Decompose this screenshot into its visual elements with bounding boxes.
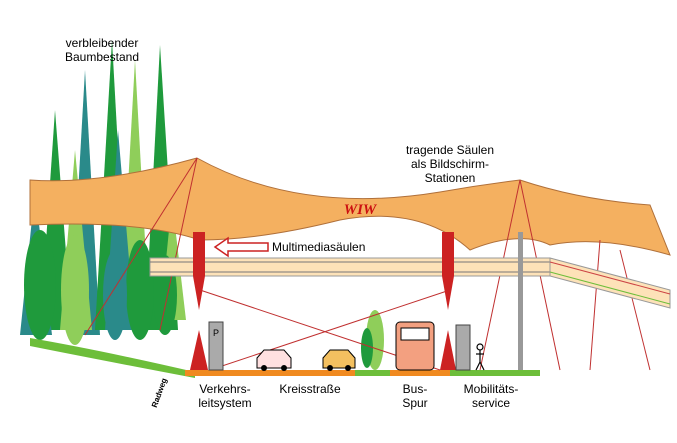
support-column-left	[190, 232, 208, 370]
mobility-label-line1: Mobilitäts-	[463, 382, 519, 396]
columns-label-line2: als Bildschirm-	[410, 157, 489, 171]
bus-icon	[395, 321, 435, 371]
support-column-right	[440, 232, 456, 370]
trees-label-line1: verbleibender	[65, 36, 139, 50]
traffic-sign: P	[208, 321, 224, 371]
person-icon	[475, 343, 485, 371]
taxi-icon	[322, 349, 356, 371]
walkway	[149, 257, 671, 309]
ground-lanes	[185, 370, 540, 376]
mobility-kiosk	[455, 324, 471, 371]
bus-label: Bus- Spur	[395, 382, 435, 410]
multimedia-label: Multimediasäulen	[272, 240, 366, 254]
support-pole	[518, 232, 523, 370]
svg-text:P: P	[213, 328, 219, 338]
columns-label-line1: tragende Säulen	[405, 143, 495, 157]
canopy-roof	[29, 157, 671, 256]
mobility-label-line2: service	[471, 396, 510, 410]
road-label: Kreisstraße	[279, 382, 341, 396]
trees-label: verbleibender Baumbestand	[57, 36, 147, 64]
columns-label: tragende Säulen als Bildschirm- Statione…	[385, 143, 515, 185]
traffic-label: Verkehrs- leitsystem	[192, 382, 258, 410]
car-icon	[256, 349, 292, 371]
trees-label-line2: Baumbestand	[64, 50, 140, 64]
pointer-arrow	[213, 236, 269, 258]
mobility-label: Mobilitäts- service	[455, 382, 527, 410]
traffic-label-line1: Verkehrs-	[199, 382, 251, 396]
grass-strip	[30, 338, 195, 378]
traffic-label-line2: leitsystem	[198, 396, 252, 410]
bus-label-line2: Spur	[402, 396, 428, 410]
bus-label-line1: Bus-	[402, 382, 428, 396]
brand-label: WIW	[344, 202, 378, 218]
columns-label-line3: Stationen	[424, 171, 476, 185]
